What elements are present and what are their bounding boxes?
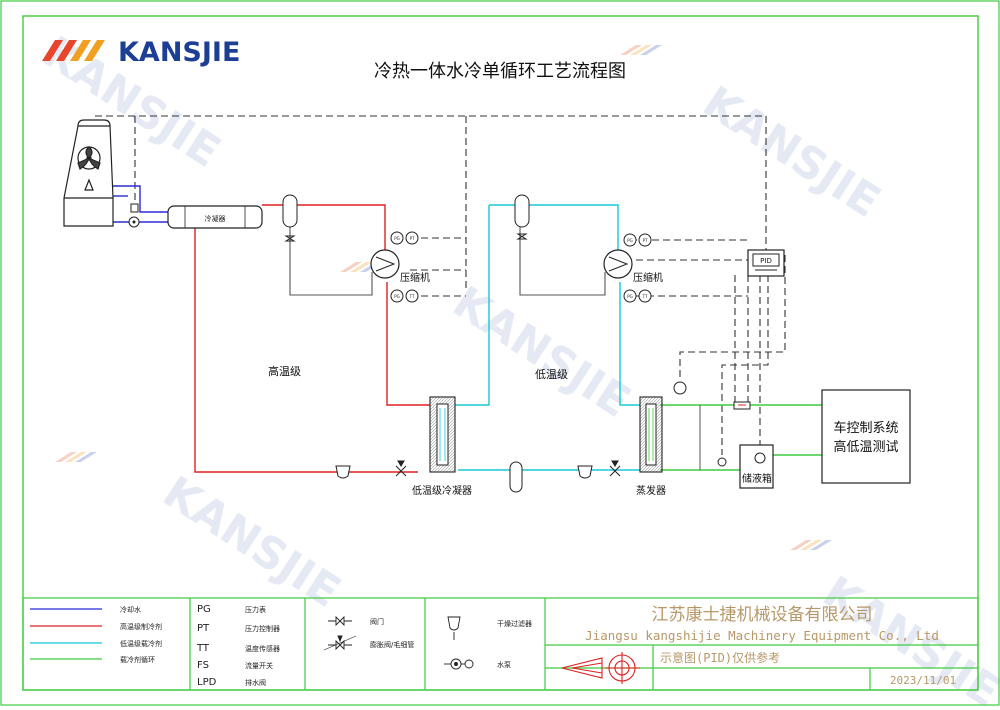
gauges-high: PG PT PG TT xyxy=(390,231,419,303)
stage-low-label: 低温级 xyxy=(535,368,568,381)
evaporator: 蒸发器 xyxy=(636,396,666,497)
legend-symbol-label: 干燥过滤器 xyxy=(497,619,532,628)
diagram-note: 示意图(PID)仅供参考 xyxy=(660,650,780,665)
legend-symbol-label: 膨胀阀/毛细管 xyxy=(370,640,414,649)
compressor-low-label: 压缩机 xyxy=(633,271,663,284)
cooling-tower xyxy=(63,119,114,227)
legend-abbr-code: PG xyxy=(197,604,211,615)
gauge-label: TT xyxy=(642,294,648,299)
legend-abbr-code: LPD xyxy=(197,677,217,688)
legend-abbr-code: TT xyxy=(196,643,210,654)
low-temp-condenser: 低温级冷凝器 xyxy=(412,396,472,497)
flow-switch xyxy=(130,203,139,213)
legend: 冷却水 高温级制冷剂 低温级载冷剂 载冷剂循环 PG 压力表 PT 压力控制器 … xyxy=(22,597,979,691)
gauge-label: PG xyxy=(627,238,633,243)
storage-tank: 储液箱 xyxy=(739,444,774,489)
legend-line-label: 高温级制冷剂 xyxy=(120,622,162,631)
projection-symbol xyxy=(561,652,640,684)
filter-dryer xyxy=(335,465,593,479)
external-system-line2: 高低温测试 xyxy=(833,439,898,455)
legend-symbols xyxy=(323,615,474,670)
receiver-low xyxy=(514,194,530,240)
pump xyxy=(128,216,140,228)
receiver-high xyxy=(282,194,298,242)
brand-logo: KANSJIE xyxy=(42,37,240,68)
legend-line-label: 载冷剂循环 xyxy=(120,655,155,664)
expansion-valve xyxy=(395,460,621,477)
watermark-text: KANSJIE xyxy=(154,466,349,617)
legend-abbreviations: PG 压力表 PT 压力控制器 TT 温度传感器 FS 流量开关 LPD 排水阀 xyxy=(196,604,280,688)
stage-high-label: 高温级 xyxy=(268,364,301,378)
company-block: 江苏康士捷机械设备有限公司 Jiangsu kangshijie Machine… xyxy=(545,605,978,690)
condenser: 冷凝器 xyxy=(167,205,263,229)
external-system-line1: 车控制系统 xyxy=(833,420,898,436)
cooling-water-lines xyxy=(113,185,168,223)
gauge-label: TT xyxy=(409,294,415,299)
low-temp-brine-lines xyxy=(455,204,640,471)
sensors-right xyxy=(673,381,751,467)
pid-label: PID xyxy=(760,257,772,265)
drawing-date: 2023/11/01 xyxy=(890,674,956,687)
gauge-label: PT xyxy=(643,238,648,243)
compressor-low: 压缩机 xyxy=(603,249,663,284)
gauges-low: PG PT PG TT xyxy=(623,233,652,303)
gauge-label: PT xyxy=(410,236,415,241)
legend-line-items: 冷却水 高温级制冷剂 低温级载冷剂 载冷剂循环 xyxy=(30,605,162,664)
control-lines xyxy=(95,115,786,455)
legend-abbr-code: PT xyxy=(197,623,210,634)
gauge-label: PG xyxy=(627,294,633,299)
legend-symbol-label: 水泵 xyxy=(497,660,511,669)
legend-abbr-desc: 流量开关 xyxy=(245,661,273,670)
legend-abbr-desc: 温度传感器 xyxy=(245,644,280,653)
legend-abbr-desc: 压力控制器 xyxy=(245,624,280,633)
legend-line-label: 冷却水 xyxy=(120,605,141,614)
page-title: 冷热一体水冷单循环工艺流程图 xyxy=(374,61,626,82)
gauge-label: PG xyxy=(394,294,400,299)
legend-line-label: 低温级载冷剂 xyxy=(120,639,162,648)
high-temp-gray-lines xyxy=(289,205,373,296)
low-temp-gray-lines xyxy=(519,205,606,296)
legend-abbr-code: FS xyxy=(197,660,209,671)
compressor-high: 压缩机 xyxy=(370,249,430,284)
evaporator-label: 蒸发器 xyxy=(636,484,666,497)
external-system: 车控制系统 高低温测试 xyxy=(821,389,911,484)
intermediate-vessel xyxy=(509,461,523,493)
tank-label: 储液箱 xyxy=(742,472,772,485)
company-name-cn: 江苏康士捷机械设备有限公司 xyxy=(652,605,873,625)
compressor-high-label: 压缩机 xyxy=(400,271,430,284)
watermark-text: KANSJIE xyxy=(694,76,889,227)
low-temp-condenser-label: 低温级冷凝器 xyxy=(412,484,472,497)
legend-abbr-desc: 压力表 xyxy=(245,605,266,614)
legend-symbol-label: 阀门 xyxy=(370,617,384,626)
company-name-en: Jiangsu kangshijie Machinery Equipment C… xyxy=(585,628,939,643)
gauge-label: PG xyxy=(394,236,400,241)
pid-controller: PID xyxy=(747,249,785,277)
brand-name: KANSJIE xyxy=(118,37,240,68)
condenser-label: 冷凝器 xyxy=(205,214,226,223)
high-temp-refrigerant-lines xyxy=(194,204,430,473)
legend-abbr-desc: 排水阀 xyxy=(245,678,266,687)
